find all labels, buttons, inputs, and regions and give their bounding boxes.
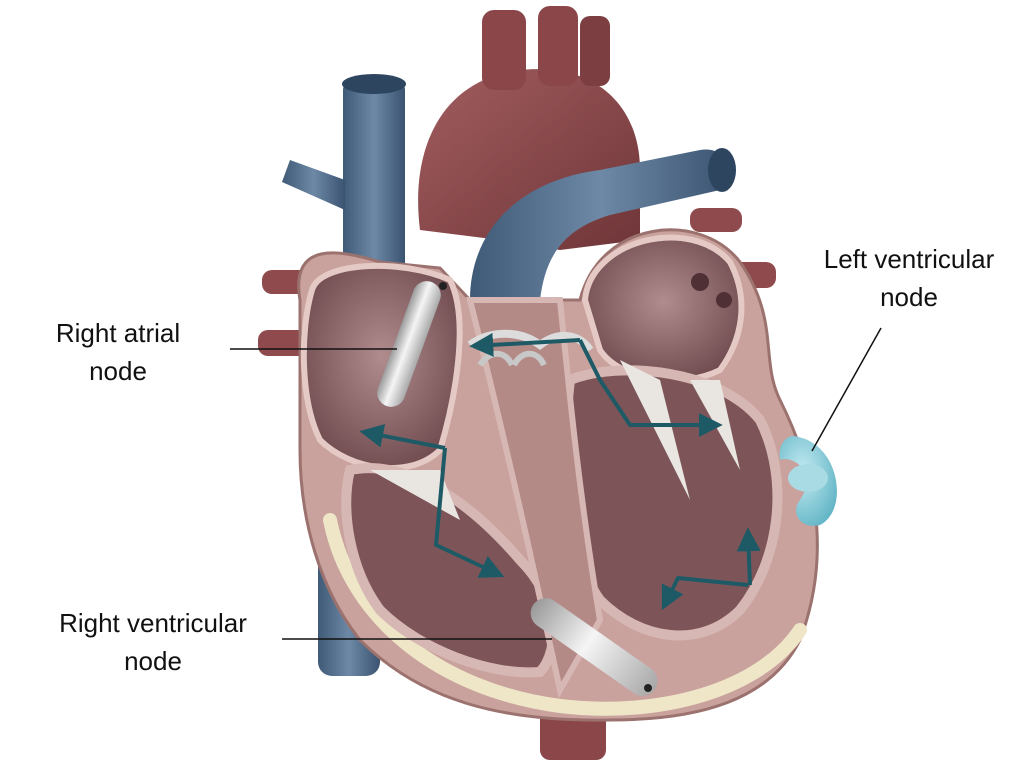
right-ventricular-node-label-line1: Right ventricular — [59, 608, 247, 638]
left-ventricular-node-label-line1: Left ventricular — [823, 244, 995, 274]
left-ventricular-node-device — [779, 436, 837, 526]
pulmonary-artery — [470, 148, 736, 300]
right-atrial-node-label: Right atrial node — [28, 314, 208, 390]
right-atrial-node-label-line1: Right atrial — [55, 318, 181, 348]
left-ventricular-node-label-line2: node — [880, 282, 938, 312]
right-ventricle — [341, 463, 559, 678]
conduction-pathway-arrows — [359, 332, 761, 611]
leader-lines — [230, 327, 882, 640]
septum — [466, 297, 604, 699]
left-atrium — [581, 234, 745, 384]
right-atrial-node-device — [377, 281, 447, 407]
right-ventricular-node-device — [530, 598, 658, 696]
right-ventricular-node-label-line2: node — [124, 646, 182, 676]
right-ventricular-node-label: Right ventricular node — [28, 604, 278, 680]
right-atrial-node-label-line2: node — [89, 356, 147, 386]
left-ventricular-node-label: Left ventricular node — [798, 240, 1020, 316]
